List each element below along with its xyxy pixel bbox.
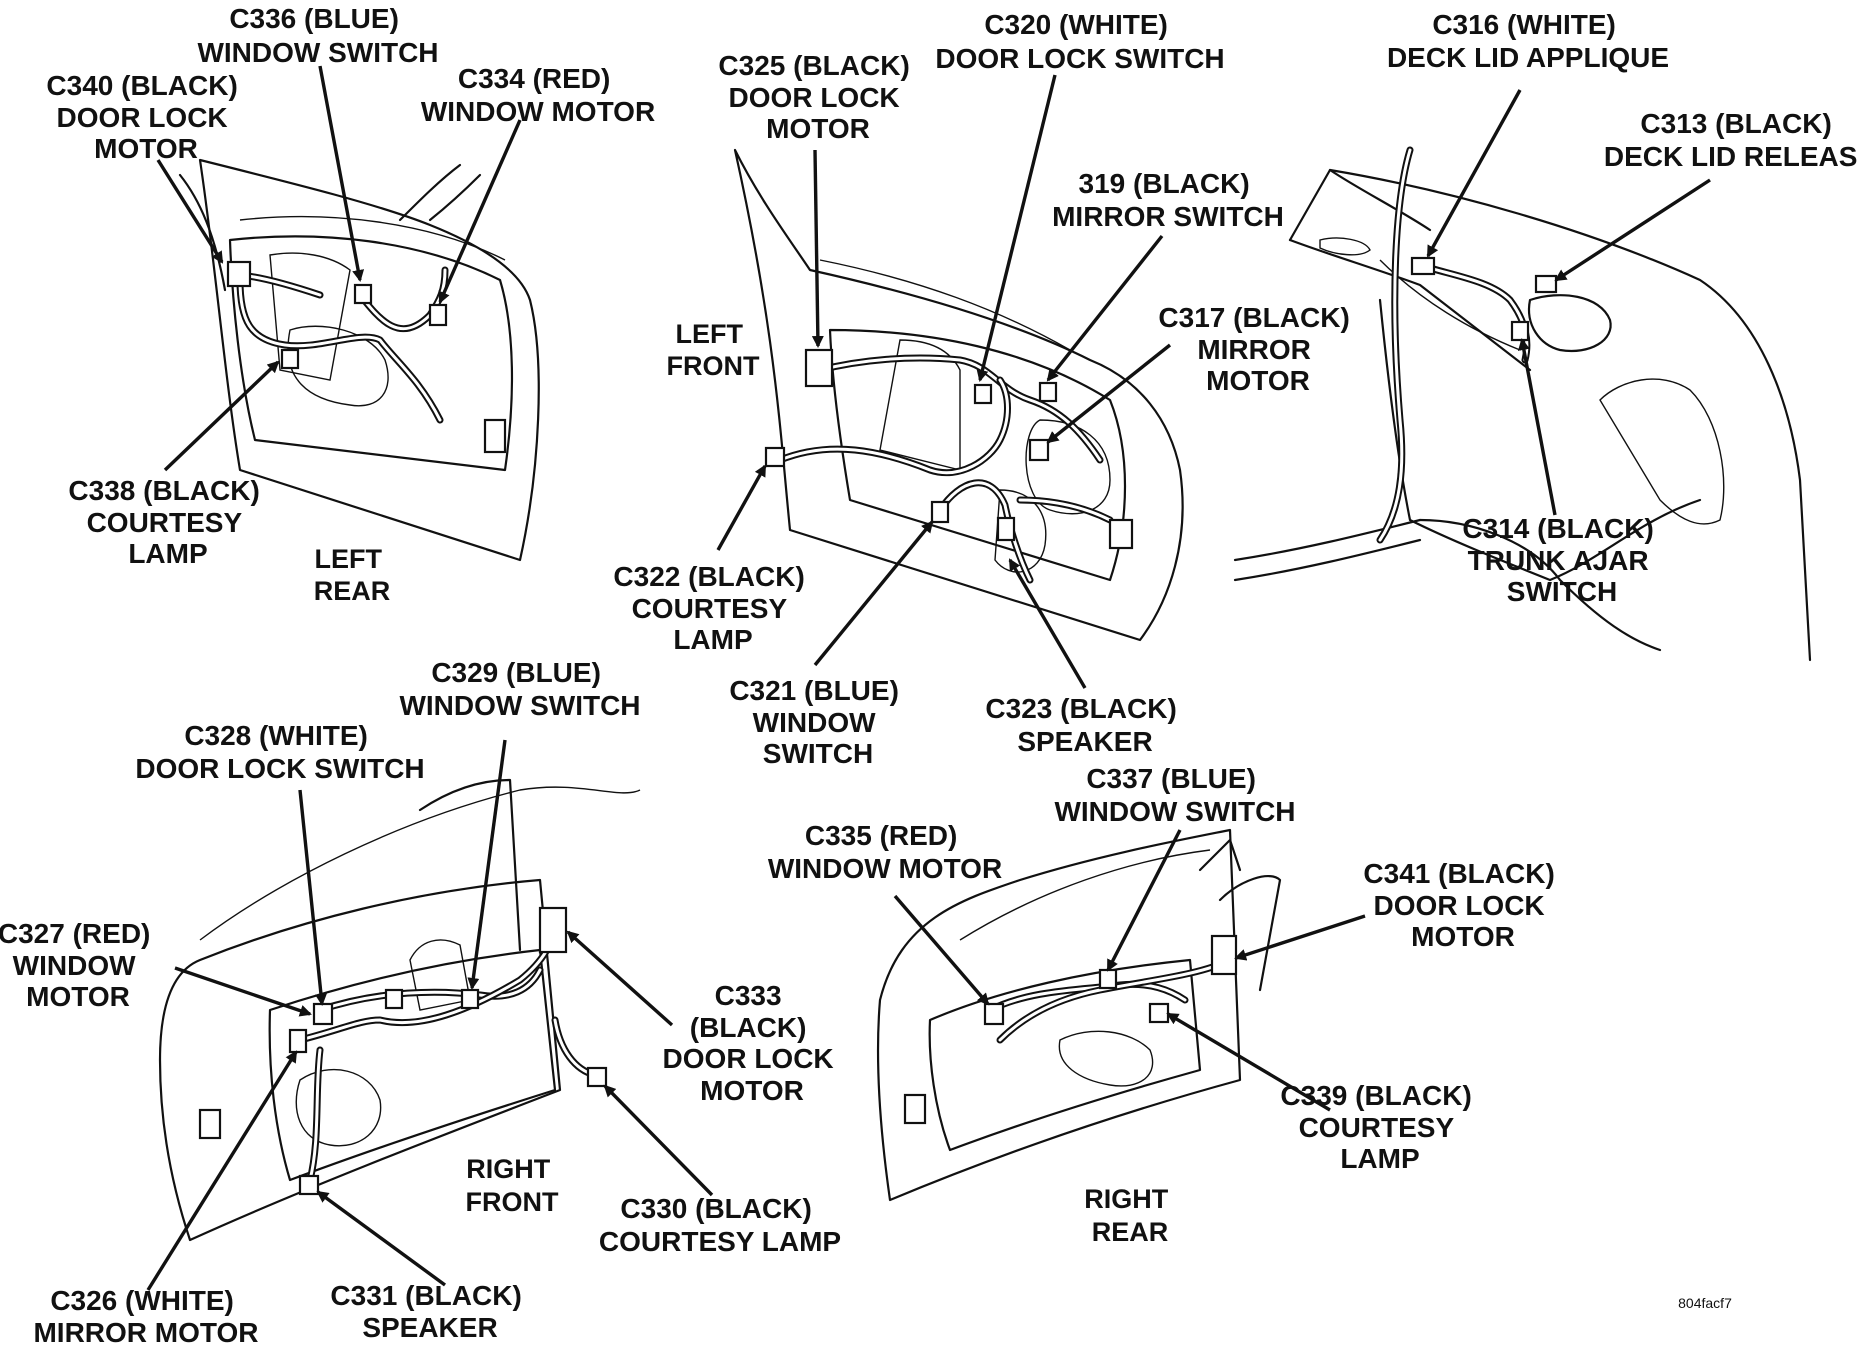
arrow-c326 — [146, 1050, 298, 1291]
arrow-c314 — [1517, 338, 1557, 516]
arrow-c331 — [316, 1190, 447, 1287]
arrow-c333 — [566, 930, 674, 1027]
arrow-c313 — [1554, 178, 1711, 282]
arrow-c340 — [156, 159, 224, 264]
callout-c316: C316 (WHITE) DECK LID APPLIQUE — [1387, 9, 1669, 73]
figure-reference-code: 804facf7 — [1678, 1295, 1732, 1311]
callout-c329: C329 (BLUE) WINDOW SWITCH — [399, 657, 640, 721]
callout-c317: C317 (BLACK) MIRROR MOTOR — [1158, 302, 1357, 396]
view-label-right-rear: RIGHT REAR — [1084, 1184, 1176, 1247]
callout-c341: C341 (BLACK) DOOR LOCK MOTOR — [1363, 858, 1562, 952]
arrow-c336 — [318, 65, 365, 282]
arrow-c334 — [438, 119, 522, 304]
callout-c331: C331 (BLACK) SPEAKER — [330, 1280, 529, 1343]
arrow-c317 — [1046, 343, 1172, 444]
arrow-c320 — [976, 74, 1057, 382]
callout-c330: C330 (BLACK) COURTESY LAMP — [599, 1193, 841, 1257]
callout-c321: C321 (BLUE) WINDOW SWITCH — [729, 675, 906, 769]
arrow-c321 — [813, 520, 934, 667]
callout-c314: C314 (BLACK) TRUNK AJAR SWITCH — [1462, 513, 1661, 607]
callout-c326: C326 (WHITE) MIRROR MOTOR — [33, 1285, 258, 1348]
left-front-door-illustration — [733, 148, 1184, 642]
callout-arrows — [146, 65, 1711, 1291]
callout-c334: C334 (RED) WINDOW MOTOR — [421, 63, 655, 127]
callout-c323: C323 (BLACK) SPEAKER — [985, 693, 1184, 757]
arrow-c338 — [163, 360, 280, 472]
arrow-c316 — [1426, 89, 1522, 258]
callout-c328: C328 (WHITE) DOOR LOCK SWITCH — [135, 720, 424, 784]
callout-c337: C337 (BLUE) WINDOW SWITCH — [1054, 763, 1295, 827]
arrow-c341 — [1234, 914, 1366, 961]
arrow-c323 — [1008, 558, 1087, 689]
callout-c320: C320 (WHITE) DOOR LOCK SWITCH — [935, 9, 1224, 74]
view-label-right-front: RIGHT FRONT — [466, 1154, 559, 1217]
callout-c319: 319 (BLACK) MIRROR SWITCH — [1052, 168, 1284, 232]
arrow-c337 — [1106, 829, 1182, 972]
callout-c338: C338 (BLACK) COURTESY LAMP — [68, 475, 267, 569]
arrow-c328 — [298, 789, 327, 1006]
left-rear-door-illustration — [178, 158, 540, 562]
callout-c325: C325 (BLACK) DOOR LOCK MOTOR — [718, 50, 917, 144]
callout-c333: C333 (BLACK) DOOR LOCK MOTOR — [663, 980, 842, 1106]
arrow-c325 — [811, 149, 824, 348]
view-labels: LEFT REAR LEFT FRONT RIGHT FRONT RIGHT R… — [314, 319, 1176, 1247]
arrow-c322 — [716, 464, 767, 551]
callout-c339: C339 (BLACK) COURTESY LAMP — [1280, 1080, 1479, 1174]
callout-c335: C335 (RED) WINDOW MOTOR — [768, 820, 1002, 884]
arrow-c327 — [174, 966, 312, 1017]
callout-c327: C327 (RED) WINDOW MOTOR — [0, 918, 158, 1012]
right-rear-door-illustration — [876, 828, 1282, 1202]
arrow-c330 — [603, 1084, 714, 1197]
arrow-c335 — [893, 894, 990, 1006]
callout-c313: C313 (BLACK) DECK LID RELEASE — [1604, 108, 1858, 172]
arrow-c329 — [467, 739, 507, 990]
right-front-door-illustration — [158, 778, 641, 1242]
callout-labels: C340 (BLACK) DOOR LOCK MOTOR C336 (BLUE)… — [0, 3, 1858, 1348]
arrow-c319 — [1046, 234, 1164, 382]
view-label-left-rear: LEFT REAR — [314, 544, 391, 606]
callout-c322: C322 (BLACK) COURTESY LAMP — [613, 561, 812, 655]
view-label-left-front: LEFT FRONT — [667, 319, 760, 381]
callout-c336: C336 (BLUE) WINDOW SWITCH — [197, 3, 438, 68]
arrow-c339 — [1166, 1012, 1331, 1112]
callout-c340: C340 (BLACK) DOOR LOCK MOTOR — [46, 70, 245, 164]
